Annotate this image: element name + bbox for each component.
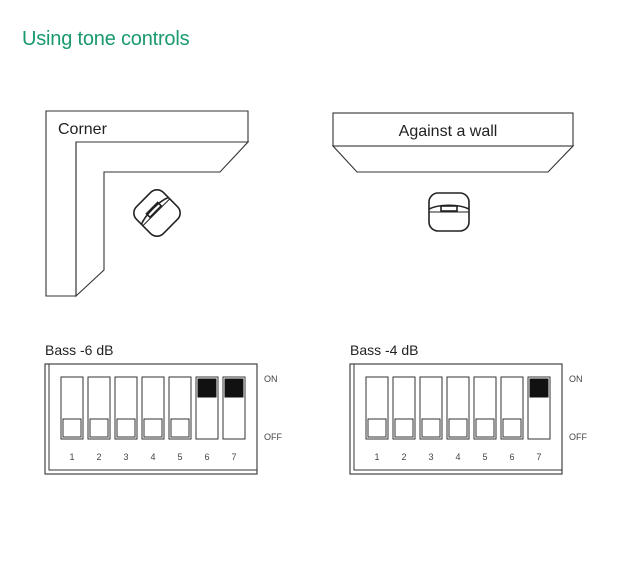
dip-switch-1-knob	[62, 418, 82, 438]
dip-switch-6-knob	[502, 418, 522, 438]
dip-switch-6-number: 6	[204, 452, 209, 462]
dip-panel-1-on-label: ON	[264, 374, 278, 384]
corner-label: Corner	[58, 121, 108, 138]
dip-switch-4-knob	[448, 418, 468, 438]
dip-switch-4-number: 4	[150, 452, 155, 462]
dip-panel-1-off-label: OFF	[264, 432, 282, 442]
dip-panel-2-on-label: ON	[569, 374, 583, 384]
dip-switch-5-number: 5	[482, 452, 487, 462]
dip-switch-3-number: 3	[428, 452, 433, 462]
corner-placement	[45, 110, 250, 298]
speaker-rotated-icon	[133, 189, 181, 237]
page-title: Using tone controls	[22, 28, 190, 50]
wall-placement	[331, 112, 575, 173]
speaker-front-icon	[428, 192, 470, 232]
dip-switch-4-knob	[143, 418, 163, 438]
dip-switch-6-knob	[197, 378, 217, 398]
dip-switch-7-number: 7	[231, 452, 236, 462]
corner-wall-inner-face	[75, 141, 250, 298]
dip-switch-1-knob	[367, 418, 387, 438]
dip-switch-2-number: 2	[96, 452, 101, 462]
dip-switch-7-number: 7	[536, 452, 541, 462]
dip-panel-1-title: Bass -6 dB	[45, 342, 113, 358]
dip-switch-2-knob	[394, 418, 414, 438]
dip-switch-2-number: 2	[401, 452, 406, 462]
dip-panel-2: 1 2 3 4 5 6 7	[349, 363, 563, 475]
dip-panel-1: 1 2 3 4 5 6 7	[44, 363, 258, 475]
dip-panel-2-title: Bass -4 dB	[350, 342, 418, 358]
dip-switch-3-knob	[421, 418, 441, 438]
dip-switch-1-number: 1	[374, 452, 379, 462]
dip-switch-3-number: 3	[123, 452, 128, 462]
dip-switch-5-knob	[170, 418, 190, 438]
dip-switch-2-knob	[89, 418, 109, 438]
dip-switch-1-number: 1	[69, 452, 74, 462]
dip-switch-5-number: 5	[177, 452, 182, 462]
dip-switch-6-number: 6	[509, 452, 514, 462]
dip-panel-2-off-label: OFF	[569, 432, 587, 442]
dip-switch-3-knob	[116, 418, 136, 438]
dip-switch-7-knob	[529, 378, 549, 398]
wall-front-face	[331, 145, 575, 173]
dip-switch-5-knob	[475, 418, 495, 438]
dip-switch-4-number: 4	[455, 452, 460, 462]
dip-switch-7-knob	[224, 378, 244, 398]
wall-label: Against a wall	[399, 123, 498, 140]
